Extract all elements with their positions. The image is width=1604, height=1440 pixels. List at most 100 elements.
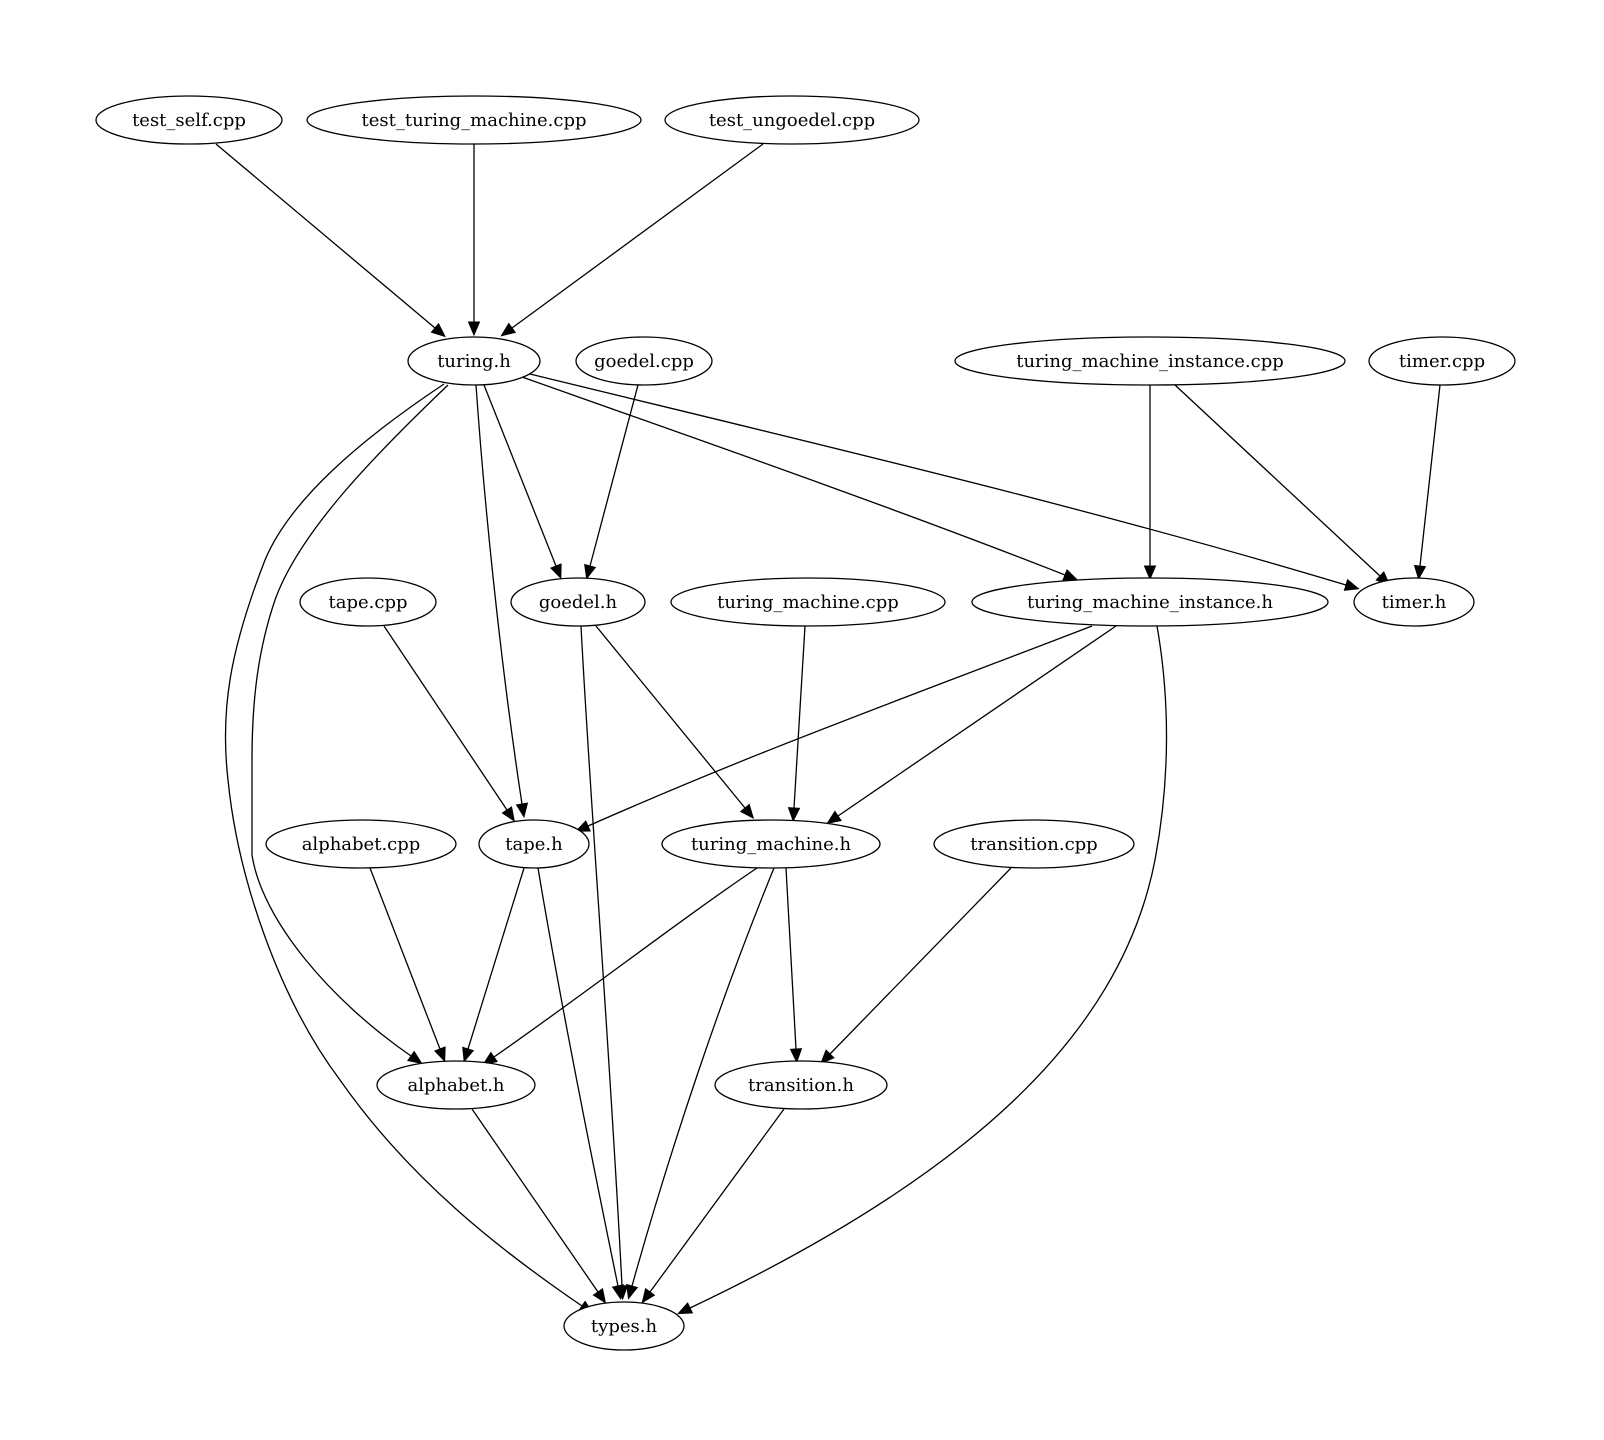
node-ellipse bbox=[299, 577, 437, 627]
edge-line bbox=[383, 625, 508, 811]
edge-turing-machine-instance-h-to-turing-machine-h bbox=[826, 625, 1117, 825]
node-ellipse bbox=[954, 336, 1346, 386]
edge-line bbox=[475, 384, 523, 805]
edge-line bbox=[369, 867, 441, 1050]
node-timer-cpp: timer.cpp bbox=[1368, 336, 1516, 386]
edge-transition-cpp-to-transition-h bbox=[820, 867, 1012, 1065]
node-label: timer.h bbox=[1382, 592, 1447, 613]
arrowhead-icon bbox=[430, 322, 446, 338]
node-label: alphabet.cpp bbox=[302, 834, 421, 855]
arrowhead-icon bbox=[826, 810, 842, 825]
node-ellipse bbox=[971, 577, 1329, 627]
node-turing-machine-instance-cpp: turing_machine_instance.cpp bbox=[954, 336, 1346, 386]
edge-line bbox=[215, 143, 436, 329]
node-label: turing_machine.cpp bbox=[717, 592, 899, 613]
arrowhead-icon bbox=[677, 1302, 694, 1315]
arrowhead-icon bbox=[611, 1284, 625, 1300]
edge-tape-h-to-types-h bbox=[537, 867, 625, 1300]
arrowhead-icon bbox=[1413, 564, 1427, 581]
node-ellipse bbox=[714, 1060, 888, 1110]
edge-line bbox=[529, 373, 1347, 586]
edge-line bbox=[595, 625, 746, 809]
node-label: goedel.h bbox=[539, 592, 618, 613]
edge-goedel-h-to-types-h bbox=[580, 625, 629, 1301]
node-label: transition.cpp bbox=[970, 834, 1097, 855]
node-ellipse bbox=[670, 577, 946, 627]
edge-line bbox=[1174, 384, 1381, 577]
node-label: timer.cpp bbox=[1399, 351, 1485, 372]
node-test-turing-machine-cpp: test_turing_machine.cpp bbox=[306, 95, 642, 145]
node-label: test_turing_machine.cpp bbox=[362, 110, 587, 131]
edge-test-ungoedel-cpp-to-turing-h bbox=[500, 143, 764, 337]
node-ellipse bbox=[407, 336, 541, 386]
edge-test-self-cpp-to-turing-h bbox=[215, 143, 446, 338]
arrowhead-icon bbox=[462, 1046, 475, 1063]
edge-line bbox=[537, 867, 619, 1287]
edge-turing-machine-instance-cpp-to-timer-h bbox=[1174, 384, 1391, 586]
arrowhead-icon bbox=[820, 1049, 835, 1065]
node-ellipse bbox=[563, 1301, 685, 1351]
node-goedel-cpp: goedel.cpp bbox=[575, 336, 713, 386]
arrowhead-icon bbox=[626, 1283, 639, 1300]
node-label: turing_machine_instance.cpp bbox=[1016, 351, 1284, 372]
node-label: turing_machine_instance.h bbox=[1027, 592, 1273, 613]
node-test-self-cpp: test_self.cpp bbox=[95, 95, 283, 145]
edge-turing-machine-instance-cpp-to-turing-machine-instance-h bbox=[1143, 385, 1157, 581]
edge-line bbox=[689, 625, 1168, 1309]
node-ellipse bbox=[306, 95, 642, 145]
arrowhead-icon bbox=[500, 322, 517, 337]
node-label: tape.cpp bbox=[329, 592, 408, 613]
edge-goedel-h-to-turing-machine-h bbox=[595, 625, 755, 820]
edge-turing-machine-h-to-types-h bbox=[626, 867, 775, 1300]
edge-line bbox=[793, 625, 806, 809]
node-ellipse bbox=[661, 819, 881, 869]
edge-transition-h-to-types-h bbox=[641, 1108, 785, 1304]
edge-alphabet-h-to-types-h bbox=[471, 1108, 607, 1304]
node-alphabet-h: alphabet.h bbox=[376, 1060, 536, 1110]
node-goedel-h: goedel.h bbox=[510, 577, 646, 627]
edge-line bbox=[631, 867, 775, 1287]
arrowhead-icon bbox=[592, 1288, 607, 1304]
edge-turing-h-to-tape-h bbox=[475, 384, 529, 819]
arrowhead-icon bbox=[1062, 568, 1079, 581]
node-turing-h: turing.h bbox=[407, 336, 541, 386]
node-ellipse bbox=[575, 336, 713, 386]
node-ellipse bbox=[478, 819, 590, 869]
arrowhead-icon bbox=[641, 1287, 656, 1304]
node-label: test_self.cpp bbox=[132, 110, 246, 131]
node-turing-machine-cpp: turing_machine.cpp bbox=[670, 577, 946, 627]
edge-turing-machine-h-to-transition-h bbox=[785, 867, 803, 1064]
nodes-layer: test_self.cpp test_turing_machine.cpp test… bbox=[95, 95, 1516, 1351]
edge-line bbox=[511, 143, 764, 329]
node-ellipse bbox=[376, 1060, 536, 1110]
node-label: test_ungoedel.cpp bbox=[709, 110, 875, 131]
edge-turing-machine-instance-h-to-types-h bbox=[677, 625, 1168, 1315]
edge-turing-h-to-alphabet-h bbox=[251, 384, 449, 1065]
edge-turing-h-to-goedel-h bbox=[483, 384, 562, 580]
node-transition-h: transition.h bbox=[714, 1060, 888, 1110]
arrowhead-icon bbox=[550, 563, 562, 580]
arrowhead-icon bbox=[739, 803, 755, 820]
node-transition-cpp: transition.cpp bbox=[933, 819, 1135, 869]
node-tape-h: tape.h bbox=[478, 819, 590, 869]
node-label: goedel.cpp bbox=[594, 351, 694, 372]
edge-turing-machine-h-to-alphabet-h bbox=[482, 867, 758, 1066]
edge-line bbox=[224, 383, 583, 1307]
node-label: alphabet.h bbox=[407, 1075, 504, 1096]
edges-layer bbox=[215, 143, 1441, 1315]
node-turing-machine-h: turing_machine.h bbox=[661, 819, 881, 869]
node-turing-machine-instance-h: turing_machine_instance.h bbox=[971, 577, 1329, 627]
edge-test-turing-machine-cpp-to-turing-h bbox=[467, 144, 481, 337]
arrowhead-icon bbox=[787, 807, 801, 823]
node-ellipse bbox=[664, 95, 920, 145]
edge-line bbox=[251, 384, 449, 1057]
arrowhead-icon bbox=[574, 820, 591, 832]
edge-turing-machine-instance-h-to-tape-h bbox=[574, 625, 1093, 832]
arrowhead-icon bbox=[501, 806, 515, 822]
node-timer-h: timer.h bbox=[1353, 577, 1475, 627]
arrowhead-icon bbox=[1343, 578, 1360, 591]
node-types-h: types.h bbox=[563, 1301, 685, 1351]
edge-line bbox=[483, 384, 557, 567]
edge-line bbox=[580, 625, 623, 1287]
edge-line bbox=[649, 1108, 785, 1293]
